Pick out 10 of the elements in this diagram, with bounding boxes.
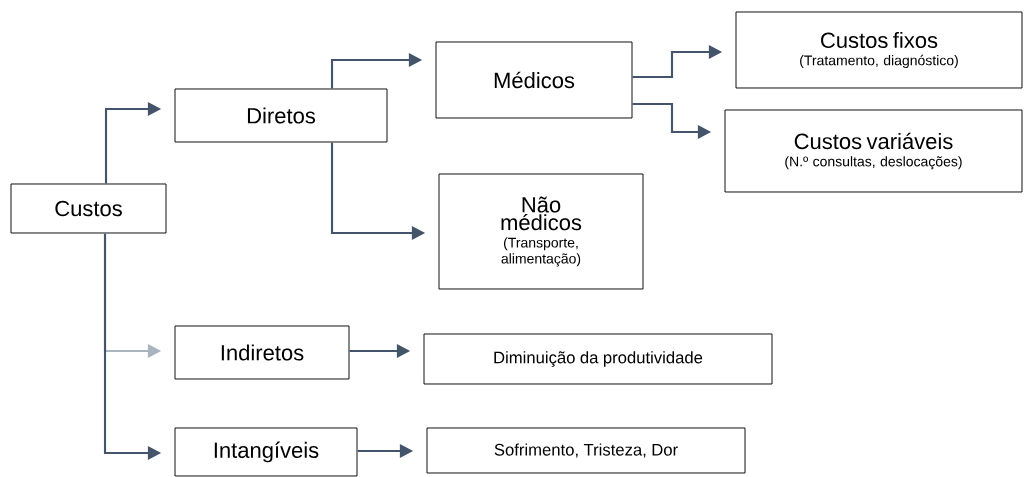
text-box: Diminuição da produtividade xyxy=(423,333,773,385)
text-box: Indiretos xyxy=(174,325,350,380)
text-box: Custos fixos (Tratamento, diagnóstico) xyxy=(735,11,1023,89)
text-box: Sofrimento, Tristeza, Dor xyxy=(426,427,746,474)
text-box: Não médicos (Transporte, alimentação) xyxy=(438,173,644,290)
text-box: Intangíveis xyxy=(174,427,358,477)
text-box: Custos xyxy=(10,183,167,234)
text-box: Diretos xyxy=(174,88,388,143)
text-box: Custos variáveis (N.º consultas, deslocações) xyxy=(724,109,1023,193)
text-box: Médicos xyxy=(435,41,633,119)
